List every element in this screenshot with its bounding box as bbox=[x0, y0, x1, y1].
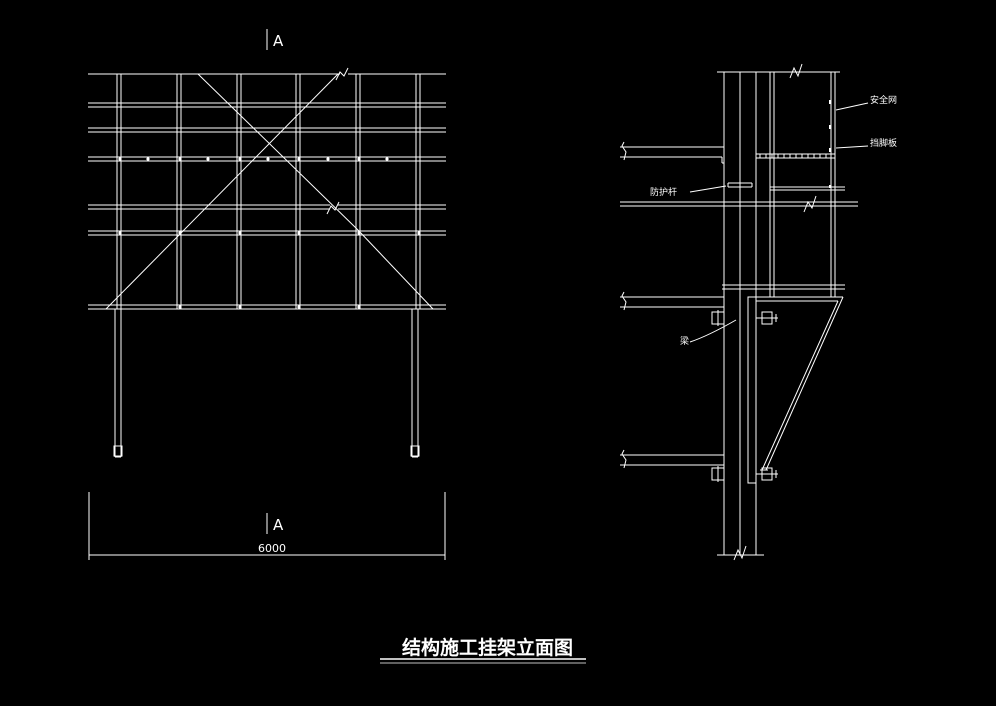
section-marker-bottom-label: A bbox=[273, 516, 284, 534]
section-marker-bottom: A bbox=[266, 513, 284, 534]
callout-toe-board: 挡脚板 bbox=[835, 137, 897, 149]
callout-toe-board-label: 挡脚板 bbox=[870, 137, 897, 149]
left-elevation: A bbox=[88, 29, 446, 560]
callout-beam-label: 梁 bbox=[680, 335, 689, 347]
hanging-post-left bbox=[113, 309, 123, 458]
drawing-title-block: 结构施工挂架立面图 bbox=[380, 636, 586, 664]
break-mark bbox=[789, 63, 803, 79]
break-mark bbox=[326, 201, 340, 215]
toe-board bbox=[755, 153, 836, 159]
callout-safety-net-label: 安全网 bbox=[870, 94, 897, 106]
anchor-bolt-top bbox=[711, 310, 778, 326]
section-marker-top: A bbox=[266, 29, 284, 50]
dimension-line: 6000 bbox=[88, 492, 446, 560]
callout-guard-rail-label: 防护杆 bbox=[650, 186, 677, 198]
callout-safety-net: 安全网 bbox=[835, 94, 897, 111]
floor-slab-upper bbox=[620, 141, 724, 164]
break-mark bbox=[335, 67, 349, 81]
hanging-post-right bbox=[410, 309, 420, 458]
drawing-title: 结构施工挂架立面图 bbox=[402, 636, 573, 659]
right-section: 安全网 挡脚板 防护杆 梁 bbox=[620, 63, 897, 561]
floor-slab-lower bbox=[620, 291, 724, 311]
callout-beam: 梁 bbox=[680, 319, 737, 347]
anchor-bolt-bottom bbox=[711, 466, 778, 482]
coupler-nodes bbox=[118, 157, 421, 309]
floor-slab-bottom bbox=[620, 449, 724, 469]
vertical-standards bbox=[116, 74, 421, 309]
scaffold-standard bbox=[769, 72, 836, 297]
dimension-label: 6000 bbox=[258, 542, 286, 555]
section-marker-top-label: A bbox=[273, 32, 284, 50]
diagonal-bracing bbox=[105, 73, 434, 310]
guard-rail-level bbox=[727, 182, 845, 191]
floor-slab-middle bbox=[620, 195, 858, 213]
callout-guard-rail: 防护杆 bbox=[650, 185, 727, 198]
bracket-assembly bbox=[747, 296, 844, 484]
safety-net-marks bbox=[829, 100, 831, 188]
